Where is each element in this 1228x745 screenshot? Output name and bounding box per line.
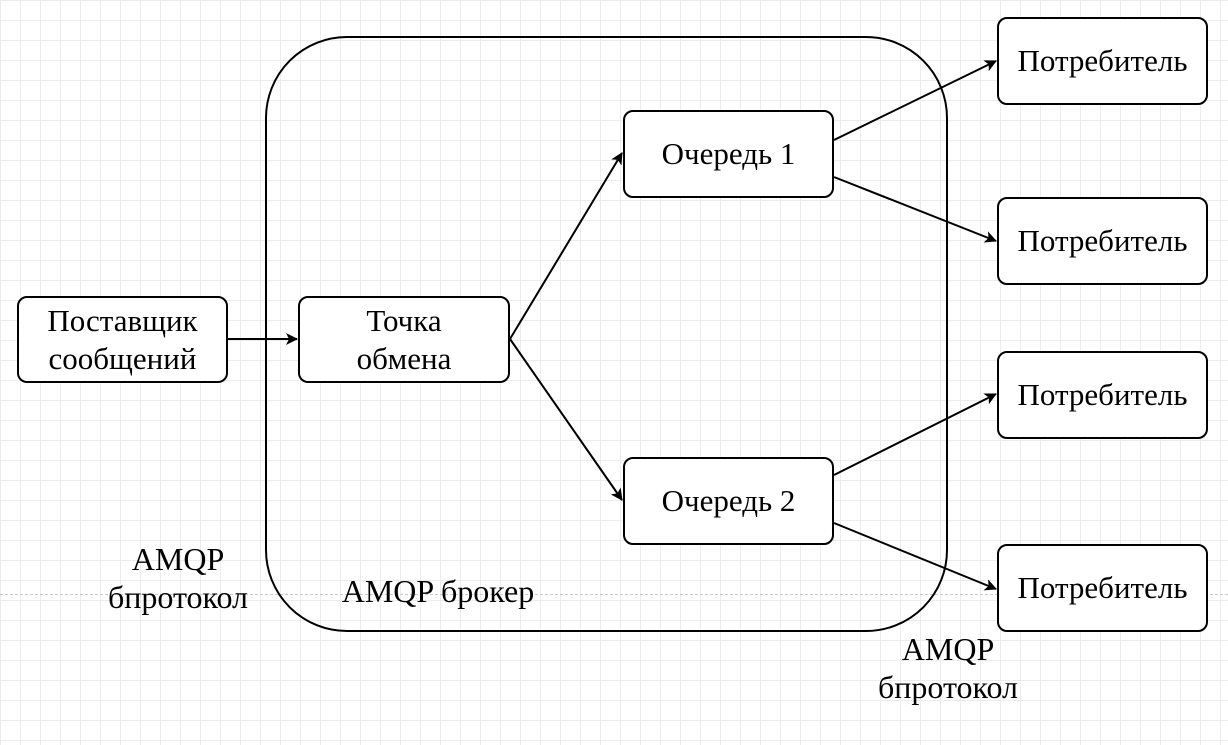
arrow-exchange-to-queue-2 — [509, 338, 623, 501]
consumer-node-1: Потребитель — [997, 17, 1208, 105]
arrow-queue-2-to-consumer-3 — [833, 393, 997, 476]
page-break-line — [0, 594, 1228, 595]
consumer-node-4: Потребитель — [997, 544, 1208, 632]
broker-label: AMQP брокер — [341, 573, 535, 609]
queue-1-node: Очередь 1 — [623, 110, 834, 198]
queue-2-node: Очередь 2 — [623, 457, 834, 545]
arrow-queue-1-to-consumer-1 — [833, 60, 997, 141]
exchange-node: Точка обмена — [298, 296, 510, 383]
arrow-queue-2-to-consumer-4 — [833, 522, 997, 591]
producer-node: Поставщик сообщений — [17, 296, 228, 383]
broker-container — [265, 36, 948, 632]
arrow-queue-1-to-consumer-2 — [833, 176, 997, 243]
consumer-node-2: Потребитель — [997, 197, 1208, 285]
arrow-exchange-to-queue-1 — [509, 152, 623, 340]
consumer-node-3: Потребитель — [997, 351, 1208, 439]
protocol-label-right: AMQP бпротокол — [877, 631, 1018, 706]
protocol-label-left: AMQP бпротокол — [107, 541, 248, 616]
